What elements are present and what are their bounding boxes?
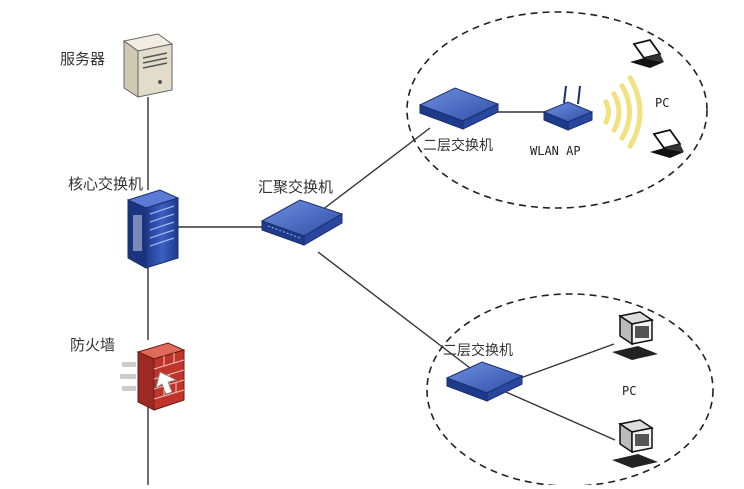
access-switch-top-label: 二层交换机 [423, 138, 493, 154]
server-label: 服务器 [60, 50, 106, 68]
access-switch-bottom-label: 二层交换机 [443, 343, 513, 359]
wlan-ap-label: WLAN AP [530, 144, 581, 158]
laptop-icon [630, 38, 664, 68]
server-icon [122, 33, 174, 98]
firewall-icon [120, 342, 186, 411]
core-switch-label: 核心交换机 [68, 175, 144, 193]
access-switch-top-icon [418, 87, 500, 130]
wlan-ap-icon [542, 85, 594, 131]
access-switch-bottom-icon [445, 361, 524, 402]
laptop-icon [650, 128, 684, 158]
pc-wired-label: PC [622, 384, 637, 398]
wireless-zone-boundary [406, 11, 708, 209]
core-switch-icon [126, 189, 180, 269]
aggregation-switch-icon [260, 199, 344, 246]
wifi-signal-icon [602, 74, 643, 150]
desktop-pc-icon [612, 311, 658, 360]
firewall-label: 防火墙 [70, 336, 116, 354]
desktop-pc-icon [612, 419, 658, 468]
wired-zone-boundary [426, 293, 714, 487]
connection-lines [147, 97, 616, 485]
pc-wireless-label: PC [655, 96, 670, 110]
aggregation-switch-label: 汇聚交换机 [258, 178, 334, 196]
